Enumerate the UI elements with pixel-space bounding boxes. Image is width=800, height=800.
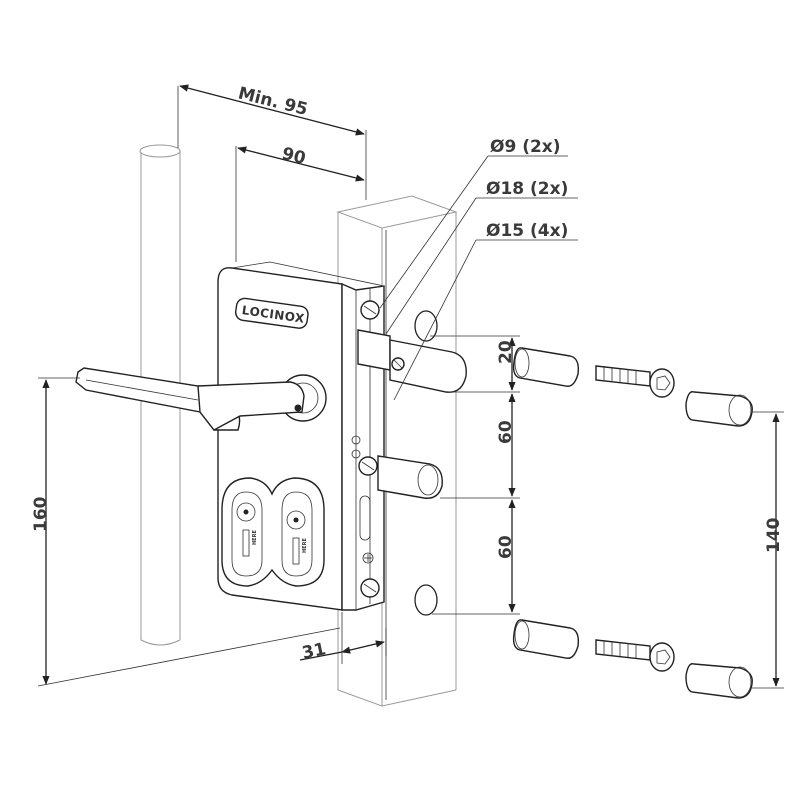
logo-plate: LOCINOX <box>234 297 309 329</box>
dimension-160-label: 160 <box>31 496 51 532</box>
dimension-60-lower-label: 60 <box>496 535 516 559</box>
dimension-31: 31 <box>299 612 387 664</box>
fasteners-top <box>512 347 753 427</box>
callout-hole-15: Ø15 (4x) <box>486 221 568 241</box>
svg-text:HERE: HERE <box>302 538 308 553</box>
dimension-min-95-label: Min. 95 <box>236 83 310 120</box>
dimension-160: 160 <box>31 377 341 687</box>
cylinder-escutcheon: HERE HERE <box>221 477 325 587</box>
forend-parts <box>351 300 467 598</box>
handle-screw-icon <box>294 404 302 412</box>
dimension-31-label: 31 <box>300 639 327 663</box>
profile-hole-bottom <box>414 584 438 616</box>
door-handle <box>75 367 327 431</box>
dimension-140: 140 <box>752 411 784 689</box>
callout-hole-18: Ø18 (2x) <box>486 179 568 199</box>
svg-text:HERE: HERE <box>252 530 258 545</box>
profile-hole-top <box>414 310 438 342</box>
dimension-90-label: 90 <box>280 144 308 169</box>
dimension-spacing: 20 60 60 <box>430 335 520 615</box>
dimension-60-upper-label: 60 <box>496 420 516 444</box>
dimension-90: 90 <box>235 144 365 262</box>
dimension-140-label: 140 <box>764 517 784 553</box>
dimension-min-95: Min. 95 <box>177 83 367 200</box>
callout-hole-9: Ø9 (2x) <box>490 137 561 157</box>
fasteners-bottom <box>512 619 753 699</box>
dimension-20-label: 20 <box>496 340 516 364</box>
hole-callouts: Ø9 (2x) Ø18 (2x) Ø15 (4x) <box>379 137 578 401</box>
